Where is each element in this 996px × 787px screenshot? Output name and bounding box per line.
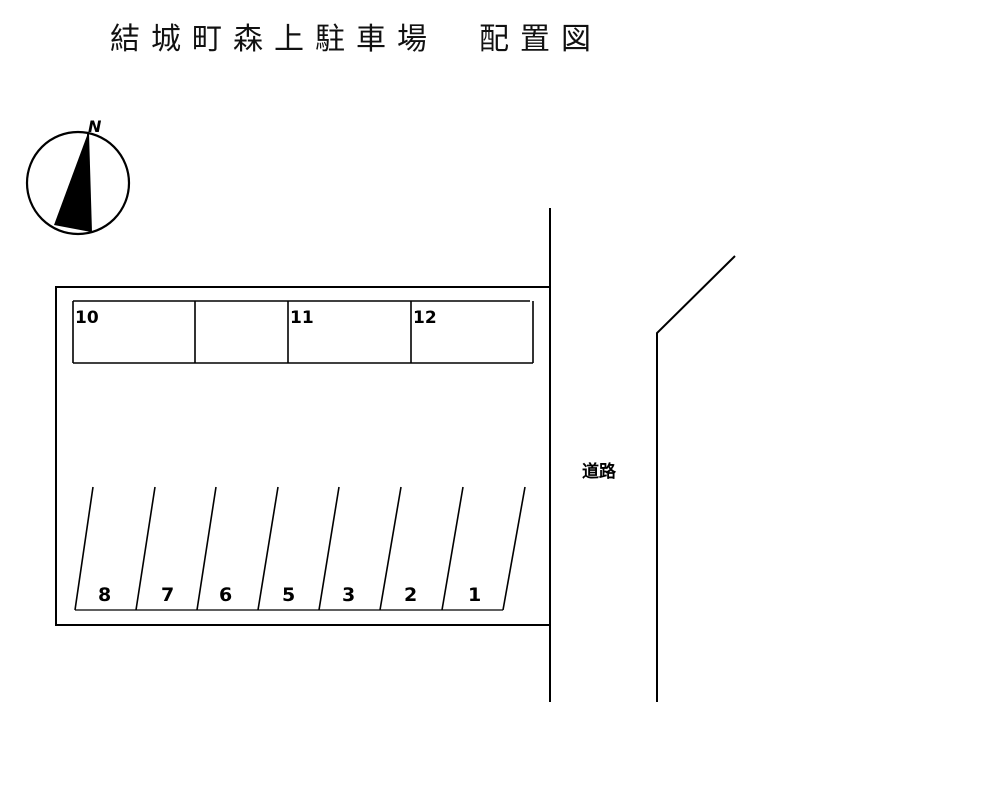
stall-label-2: 2 (404, 584, 417, 606)
north-compass-icon: N (25, 117, 131, 236)
stall-label-1: 1 (468, 584, 481, 606)
stall-label-8: 8 (98, 584, 111, 606)
page-title: 結城町森上駐車場 配置図 (110, 22, 602, 57)
stall-label-3: 3 (342, 584, 355, 606)
stall-label-5: 5 (282, 584, 295, 606)
parking-lot-boundary (55, 286, 551, 626)
stall-label-7: 7 (161, 584, 174, 606)
bottom-stall-row: 8 7 6 5 3 2 1 (74, 486, 526, 611)
stall-label-6: 6 (219, 584, 232, 606)
stall-label-11: 11 (290, 308, 314, 328)
road: 道路 (549, 208, 736, 702)
top-stall-row: 10 11 12 (72, 300, 534, 364)
road-label: 道路 (582, 461, 617, 482)
stall-label-10: 10 (75, 308, 99, 328)
stall-label-12: 12 (413, 308, 437, 328)
compass-north-label: N (88, 117, 102, 136)
